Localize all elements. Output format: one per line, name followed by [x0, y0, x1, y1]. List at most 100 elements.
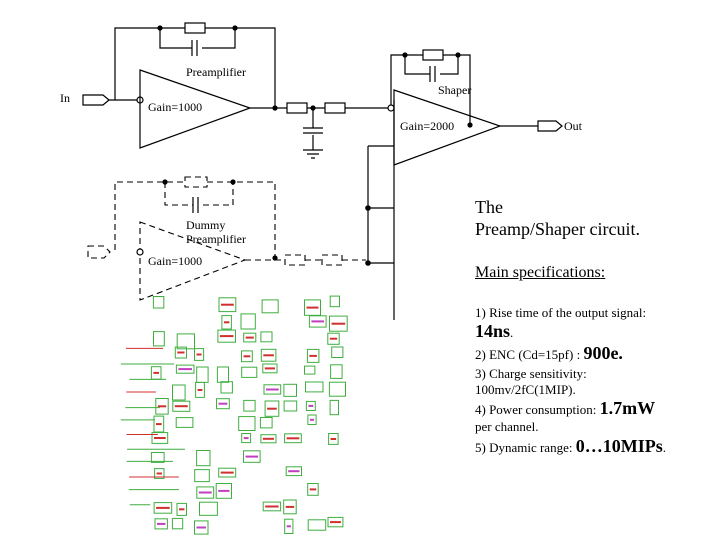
spec-item-2-value: 900e.	[583, 343, 623, 363]
spec-item-5-value: 0…10MIPs	[575, 436, 663, 456]
rail-node-1	[365, 205, 371, 211]
spec-item-1-line: 1) Rise time of the output signal:	[475, 305, 646, 321]
shaper-input-node	[387, 104, 395, 112]
layout-cell	[327, 332, 340, 345]
preamp-feedback-resistor	[184, 22, 206, 34]
spec-item-2-line: 2) ENC (Cd=15pf) : 900e.	[475, 343, 623, 364]
layout-cell	[218, 467, 237, 478]
layout-trace	[157, 405, 167, 408]
layout-cell	[175, 417, 194, 428]
layout-cell	[216, 398, 230, 410]
specs-heading: Main specifications:	[475, 264, 605, 282]
shaper-node	[310, 105, 316, 111]
spec-item-4-value: 1.7mW	[599, 398, 656, 418]
layout-cell	[215, 483, 232, 499]
dummy-feedback-wire	[114, 181, 276, 258]
layout-cell	[260, 331, 273, 343]
layout-trace	[330, 521, 341, 524]
layout-trace	[264, 367, 275, 370]
layout-trace	[286, 525, 291, 528]
layout-cell	[155, 398, 169, 415]
title-line-2: Preamp/Shaper circuit.	[475, 219, 640, 239]
layout-cell	[308, 315, 327, 328]
input-label: In	[60, 91, 70, 105]
spec-item-5-text: 5) Dynamic range:	[475, 440, 573, 455]
layout-cell	[331, 346, 344, 358]
preamp-label: Preamplifier	[186, 65, 246, 79]
dummy-cap-wire	[164, 182, 234, 206]
layout-cell	[220, 381, 233, 394]
dummy-label-line2: Preamplifier	[186, 232, 246, 246]
pre-node-a	[157, 25, 163, 31]
layout-trace	[330, 438, 337, 440]
layout-trace	[267, 407, 277, 410]
layout-cell	[153, 502, 173, 514]
layout-cell	[262, 363, 278, 374]
dummy-resistor-2	[321, 254, 343, 266]
layout-trace	[174, 405, 188, 408]
layout-cell	[260, 348, 277, 362]
rail-node-2	[365, 260, 371, 266]
spec-item-1-text: 1) Rise time of the output signal:	[475, 305, 647, 320]
layout-cell	[171, 517, 184, 530]
layout-cell	[329, 399, 340, 416]
layout-cell	[307, 414, 317, 425]
layout-trace	[197, 389, 203, 391]
layout-cell	[196, 450, 211, 467]
specs-heading-colon: :	[600, 264, 606, 281]
series-resistor-2	[324, 102, 346, 114]
layout-trace	[245, 336, 254, 339]
sh-node-b	[455, 52, 461, 58]
layout-cell	[284, 518, 294, 534]
layout-trace	[153, 371, 159, 374]
layout-cell	[306, 348, 320, 363]
layout-cell	[194, 348, 205, 361]
layout-cell	[241, 350, 253, 363]
layout-trace	[309, 354, 317, 357]
shaper-out-node	[467, 122, 473, 128]
preamp-gain-label: Gain=1000	[148, 100, 203, 114]
specs-heading-text: Main specifications	[475, 264, 601, 281]
layout-trace	[263, 354, 274, 357]
ground-symbol	[303, 149, 323, 159]
layout-cell	[196, 366, 209, 383]
layout-cell	[151, 432, 169, 444]
layout-trace	[154, 437, 166, 439]
layout-trace	[218, 489, 230, 492]
spec-item-1-value-line: 14ns.	[475, 321, 513, 342]
layout-cell	[194, 469, 210, 483]
layout-cell	[176, 502, 187, 516]
layout-cell	[238, 416, 256, 432]
layout-cell	[259, 417, 273, 429]
dummy-node-3	[272, 255, 278, 261]
layout-trace	[265, 505, 279, 508]
layout-cell	[174, 346, 187, 359]
preamp-feedback-capacitor	[191, 40, 198, 56]
dummy-node-1	[162, 179, 168, 185]
spec-item-5-line: 5) Dynamic range: 0…10MIPs.	[475, 436, 666, 457]
layout-trace	[179, 508, 185, 511]
layout-cell	[283, 400, 298, 412]
layout-trace	[178, 368, 192, 371]
layout-trace	[220, 471, 234, 474]
spec-item-3-line1: 3) Charge sensitivity:	[475, 366, 587, 381]
layout-cell	[305, 400, 316, 412]
dummy-triangle	[139, 221, 247, 301]
layout-trace	[245, 455, 259, 458]
layout-trace	[309, 418, 315, 421]
layout-cell	[241, 366, 258, 378]
dummy-node-2	[230, 179, 236, 185]
ic-layout-image	[120, 295, 348, 535]
layout-cell	[216, 366, 230, 383]
sh-node-a	[402, 52, 408, 58]
spec-item-3-line2: 100mv/2fC(1MIP).	[475, 382, 576, 397]
layout-cell	[283, 499, 297, 515]
layout-cell	[263, 384, 282, 395]
layout-cell	[304, 299, 321, 316]
shaper-second-input-wire	[367, 145, 394, 263]
layout-cell	[305, 381, 324, 393]
layout-cell	[243, 450, 261, 463]
layout-cell	[304, 365, 316, 375]
layout-cell	[153, 415, 165, 433]
spec-item-5-tail: .	[662, 440, 666, 455]
